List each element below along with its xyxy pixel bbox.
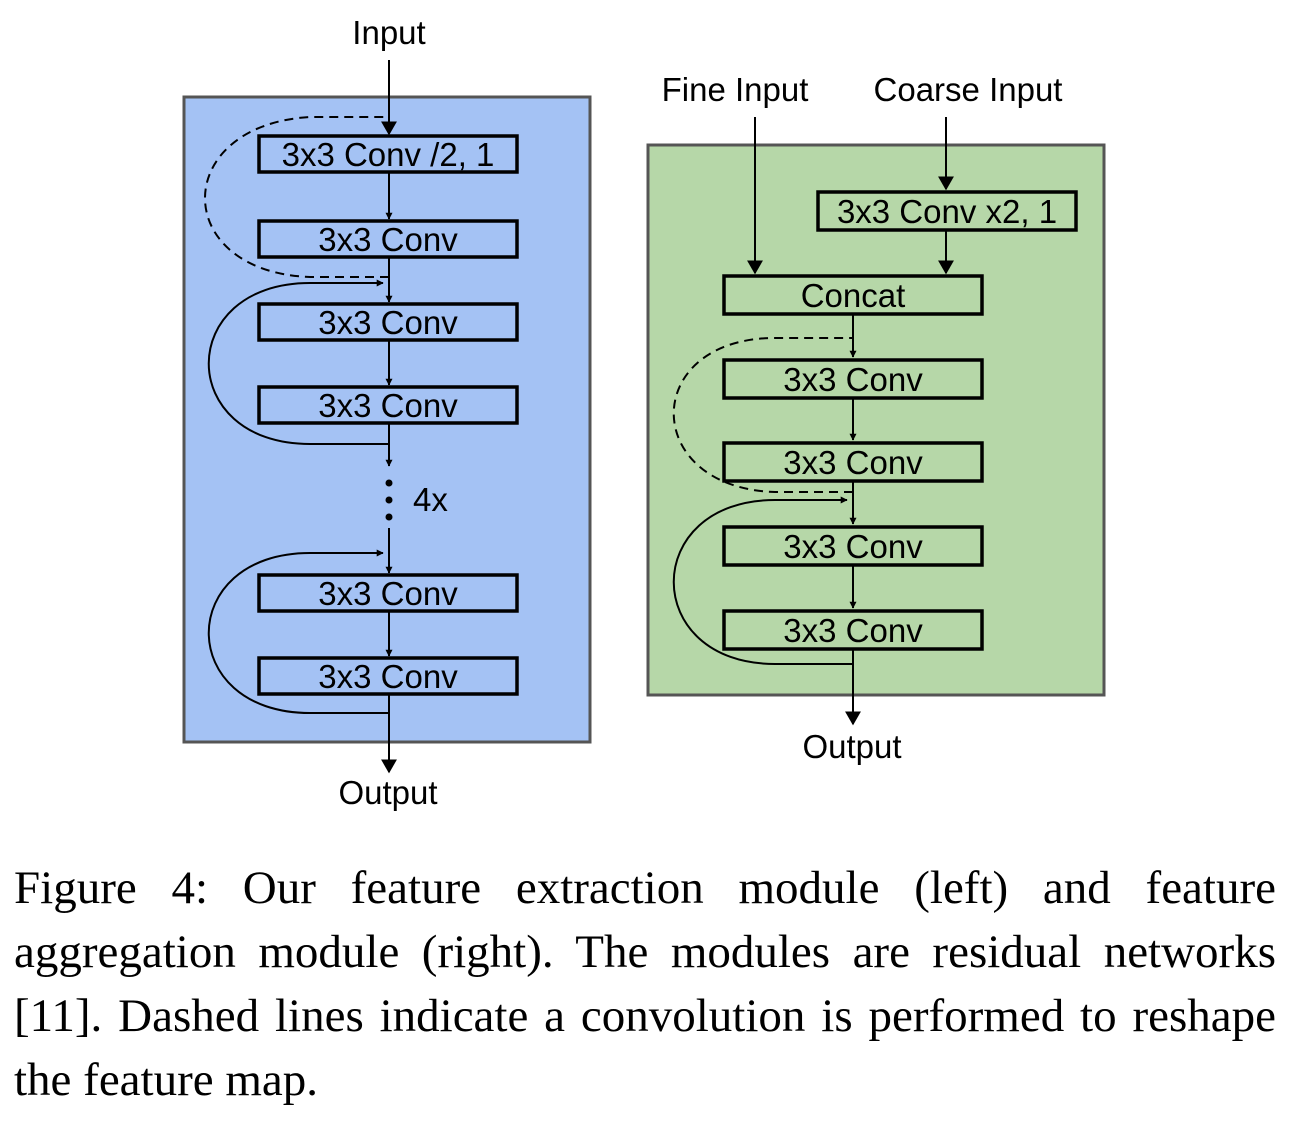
- fine-input-label: Fine Input: [662, 71, 809, 108]
- left-skip-1: [207, 279, 389, 445]
- right-block-4-label: 3x3 Conv: [783, 612, 923, 649]
- right-block-3-label: 3x3 Conv: [783, 528, 923, 565]
- left-dashed-skip: [204, 116, 389, 278]
- right-block-4: 3x3 Conv: [722, 609, 984, 651]
- right-block-2: 3x3 Conv: [722, 441, 984, 483]
- upsample-block-label: 3x3 Conv x2, 1: [837, 193, 1057, 230]
- feature-extraction-module: Input 3x3 Conv /2, 1 3x3 Conv 3x3 Conv 3…: [182, 14, 592, 811]
- figure-caption: Figure 4: Our feature extraction module …: [14, 862, 1276, 1106]
- concat-block-label: Concat: [801, 277, 906, 314]
- right-block-3: 3x3 Conv: [722, 525, 984, 567]
- right-block-2-label: 3x3 Conv: [783, 444, 923, 481]
- right-block-1: 3x3 Conv: [722, 358, 984, 400]
- left-block-2-label: 3x3 Conv: [318, 221, 458, 258]
- right-skip-1: [672, 496, 853, 665]
- concat-block: Concat: [722, 274, 984, 316]
- left-block-5: 3x3 Conv: [257, 573, 519, 613]
- upsample-block: 3x3 Conv x2, 1: [816, 190, 1078, 232]
- feature-aggregation-module: Fine Input Coarse Input 3x3 Conv x2, 1 C…: [646, 71, 1106, 765]
- left-ellipsis: [385, 479, 393, 521]
- right-output-label: Output: [802, 728, 901, 765]
- left-skip-2: [207, 549, 389, 714]
- left-block-4-label: 3x3 Conv: [318, 387, 458, 424]
- left-block-3-label: 3x3 Conv: [318, 304, 458, 341]
- left-output-label: Output: [338, 774, 437, 811]
- left-repeat-label: 4x: [413, 481, 448, 518]
- right-block-1-label: 3x3 Conv: [783, 361, 923, 398]
- left-block-6: 3x3 Conv: [257, 656, 519, 696]
- left-block-2: 3x3 Conv: [257, 219, 519, 259]
- architecture-diagram: Input 3x3 Conv /2, 1 3x3 Conv 3x3 Conv 3…: [182, 14, 1106, 811]
- left-block-6-label: 3x3 Conv: [318, 658, 458, 695]
- right-dashed-skip: [672, 337, 853, 493]
- right-module-panel: [646, 143, 1106, 697]
- coarse-input-label: Coarse Input: [874, 71, 1063, 108]
- left-block-1: 3x3 Conv /2, 1: [257, 134, 519, 174]
- left-block-1-label: 3x3 Conv /2, 1: [282, 136, 495, 173]
- left-block-3: 3x3 Conv: [257, 302, 519, 342]
- left-input-label: Input: [352, 14, 425, 51]
- left-block-5-label: 3x3 Conv: [318, 575, 458, 612]
- left-block-4: 3x3 Conv: [257, 385, 519, 425]
